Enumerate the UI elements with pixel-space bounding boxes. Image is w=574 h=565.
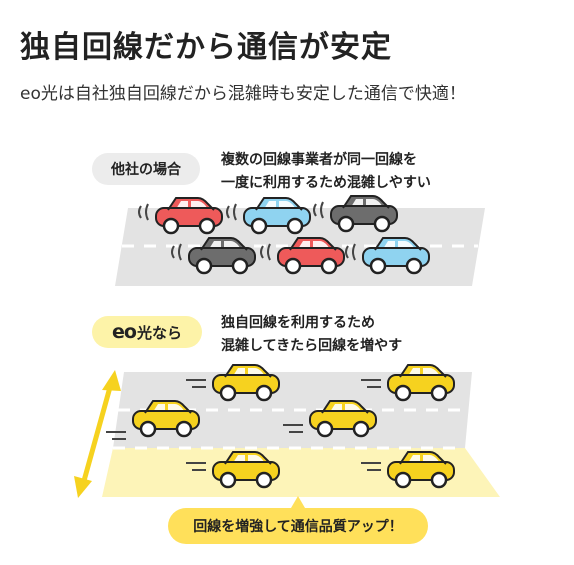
other-carriers-note-line2: 一度に利用するため混雑しやすい [221, 175, 431, 191]
page-title: 独自回線だから通信が安定 [20, 30, 392, 65]
eo-note-line1: 独自回線を利用するため [221, 315, 375, 331]
speed-lines-icon [106, 431, 126, 440]
banner-pointer [291, 496, 305, 508]
expand-arrow-icon [74, 370, 121, 498]
other-carriers-note: 複数の回線事業者が同一回線を 一度に利用するため混雑しやすい [221, 149, 431, 195]
eo-road [113, 372, 472, 448]
eo-note: 独自回線を利用するため 混雑してきたら回線を増やす [221, 312, 402, 358]
eo-label-text: 光なら [136, 323, 182, 342]
speed-lines-icon [186, 462, 206, 471]
shake-lines-icon [260, 243, 271, 261]
shake-lines-icon [345, 243, 356, 261]
eo-brand-logo: eo [112, 321, 137, 343]
shake-lines-icon [171, 243, 182, 261]
other-carriers-note-line1: 複数の回線事業者が同一回線を [221, 152, 417, 168]
page-subtitle: eo光は自社独自回線だから混雑時も安定した通信で快適！ [20, 84, 466, 104]
other-carriers-label: 他社の場合 [92, 153, 200, 185]
shake-lines-icon [138, 203, 149, 221]
speed-lines-icon [283, 424, 303, 433]
quality-up-banner: 回線を増強して通信品質アップ！ [168, 508, 428, 544]
speed-lines-icon [361, 379, 381, 388]
speed-lines-icon [361, 462, 381, 471]
shake-lines-icon [226, 203, 237, 221]
shake-lines-icon [313, 201, 324, 219]
speed-lines-icon [186, 379, 206, 388]
eo-note-line2: 混雑してきたら回線を増やす [221, 338, 403, 354]
